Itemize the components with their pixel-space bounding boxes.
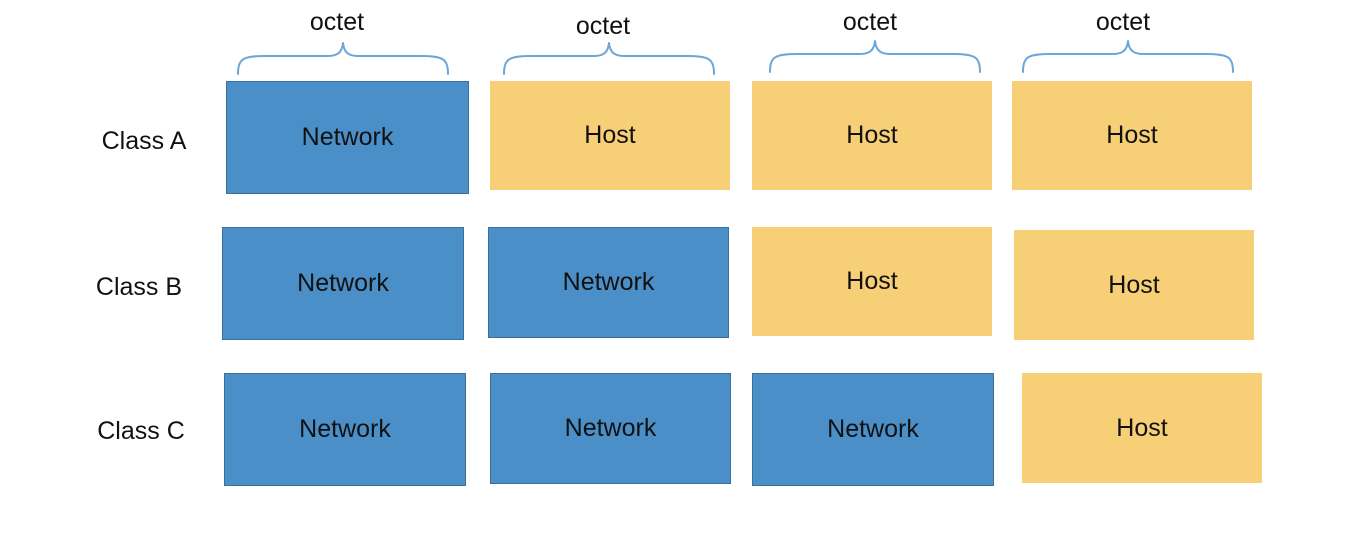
row-label-class-b: Class B — [95, 273, 183, 301]
class-a-octet-4-host: Host — [1012, 81, 1252, 190]
class-c-octet-1-network: Network — [224, 373, 466, 486]
octet-label-4: octet — [1095, 8, 1151, 36]
cell-label: Network — [297, 269, 389, 297]
octet-brace-2 — [503, 42, 715, 75]
class-c-octet-2-network: Network — [490, 373, 731, 484]
cell-label: Network — [299, 415, 391, 443]
octet-brace-4 — [1022, 40, 1234, 73]
cell-label: Host — [1116, 413, 1168, 442]
cell-label: Host — [846, 267, 898, 295]
octet-brace-3 — [769, 40, 981, 73]
cell-label: Network — [562, 268, 655, 296]
class-a-octet-3-host: Host — [752, 81, 992, 190]
cell-label: Network — [827, 415, 919, 443]
class-b-octet-2-network: Network — [488, 227, 729, 338]
row-label-class-a: Class A — [101, 127, 187, 155]
class-b-octet-3-host: Host — [752, 227, 992, 336]
cell-label: Host — [1108, 270, 1160, 299]
class-c-octet-3-network: Network — [752, 373, 994, 486]
class-b-octet-4-host: Host — [1014, 230, 1254, 340]
cell-label: Host — [1106, 121, 1158, 149]
octet-label-3: octet — [842, 8, 898, 36]
octet-label-1: octet — [309, 8, 365, 36]
class-a-octet-2-host: Host — [490, 81, 730, 190]
octet-label-2: octet — [575, 12, 631, 40]
class-c-octet-4-host: Host — [1022, 373, 1262, 483]
class-a-octet-1-network: Network — [226, 81, 469, 194]
cell-label: Host — [584, 121, 636, 149]
class-b-octet-1-network: Network — [222, 227, 464, 340]
cell-label: Host — [846, 121, 898, 149]
octet-brace-1 — [237, 42, 449, 75]
cell-label: Network — [564, 414, 657, 442]
row-label-class-c: Class C — [97, 417, 185, 445]
cell-label: Network — [301, 123, 394, 151]
